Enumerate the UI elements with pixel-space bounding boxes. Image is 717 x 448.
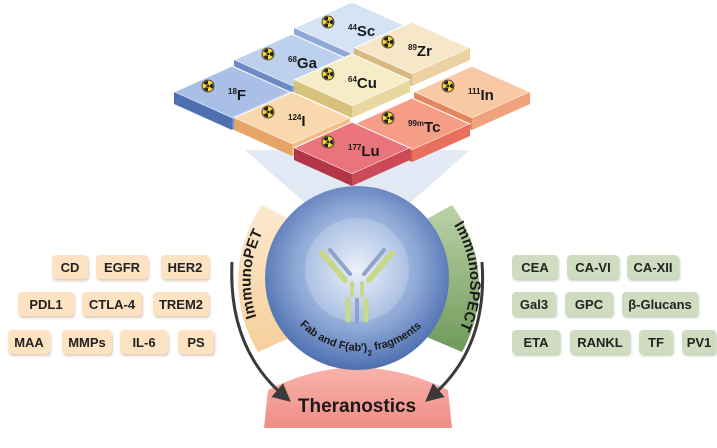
isotope-mass: 68	[288, 55, 297, 64]
isotope-mass: 18	[228, 87, 237, 96]
isotope-mass: 177	[348, 143, 362, 152]
isotope-mass: 111	[468, 87, 481, 96]
spect-target-chip--glucans: β-Glucans	[622, 292, 698, 316]
radiation-icon	[441, 79, 455, 93]
isotope-mass: 99m	[408, 119, 424, 128]
spect-target-chip-tf: TF	[639, 330, 673, 354]
isotope-symbol: Sc	[357, 23, 375, 40]
radiation-icon	[201, 79, 215, 93]
spect-target-chip-rankl: RANKL	[570, 330, 630, 354]
isotope-tile-cu: 64Cu	[292, 53, 412, 118]
radiation-icon	[321, 135, 335, 149]
isotope-label: 64Cu	[348, 75, 377, 92]
isotope-symbol: Tc	[424, 119, 440, 136]
theranostics-label: Theranostics	[298, 396, 416, 417]
antibody-inner-disc	[305, 218, 409, 322]
radiation-icon	[381, 111, 395, 125]
theranostics-segment	[264, 367, 452, 428]
isotope-symbol: Ga	[297, 55, 318, 72]
pet-target-chip-pdl1: PDL1	[18, 292, 74, 316]
right-arrow	[425, 261, 485, 402]
pet-target-chip-mmps: MMPs	[62, 330, 112, 354]
radiation-icon	[321, 15, 335, 29]
antibody-icon	[319, 248, 395, 324]
spect-target-chip-ca-vi: CA-VI	[567, 255, 619, 279]
isotope-label: 177Lu	[348, 143, 380, 160]
radiation-icon	[261, 47, 275, 61]
isotope-symbol: Zr	[417, 43, 432, 60]
spect-target-chip-gal3: Gal3	[512, 292, 556, 316]
isotope-symbol: Cu	[357, 75, 377, 92]
spect-target-chip-cea: CEA	[512, 255, 558, 279]
pet-target-chip-egfr: EGFR	[96, 255, 148, 279]
radiation-icon	[321, 67, 335, 81]
isotope-symbol: In	[480, 87, 493, 104]
isotope-label: 99mTc	[408, 119, 440, 136]
spect-target-chip-gpc: GPC	[565, 292, 613, 316]
isotope-symbol: F	[237, 87, 246, 104]
pet-target-chip-il-6: IL-6	[120, 330, 168, 354]
isotope-mass: 89	[408, 43, 417, 52]
pet-target-chip-cd: CD	[52, 255, 88, 279]
isotope-label: 44Sc	[348, 23, 375, 40]
isotope-symbol: I	[301, 113, 305, 130]
isotope-label: 18F	[228, 87, 246, 104]
isotope-label: 89Zr	[408, 43, 432, 60]
isotope-mass: 64	[348, 75, 357, 84]
spect-target-chip-pv1: PV1	[682, 330, 716, 354]
radiation-icon	[381, 35, 395, 49]
isotope-label: 124I	[288, 113, 306, 130]
left-arrow	[230, 261, 291, 402]
isotope-label: 68Ga	[288, 55, 318, 72]
isotope-tile-lu: 177Lu	[292, 121, 412, 186]
spect-target-chip-eta: ETA	[512, 330, 560, 354]
isotope-mass: 124	[288, 113, 302, 122]
pet-target-chip-her2: HER2	[161, 255, 209, 279]
spect-target-chip-ca-xii: CA-XII	[627, 255, 679, 279]
pet-target-chip-ctla-4: CTLA-4	[82, 292, 142, 316]
isotope-label: 111In	[468, 87, 494, 104]
pet-target-chip-maa: MAA	[8, 330, 50, 354]
isotope-tiles: 44Sc 89Zr 68Ga 64Cu 18F 111In 124I 99mTc 177Lu	[172, 1, 532, 186]
isotope-mass: 44	[348, 23, 357, 32]
isotope-tile-in: 111In	[412, 65, 532, 130]
radiation-icon	[261, 105, 275, 119]
pet-target-chip-ps: PS	[178, 330, 214, 354]
isotope-symbol: Lu	[361, 143, 379, 160]
pet-target-chip-trem2: TREM2	[153, 292, 209, 316]
